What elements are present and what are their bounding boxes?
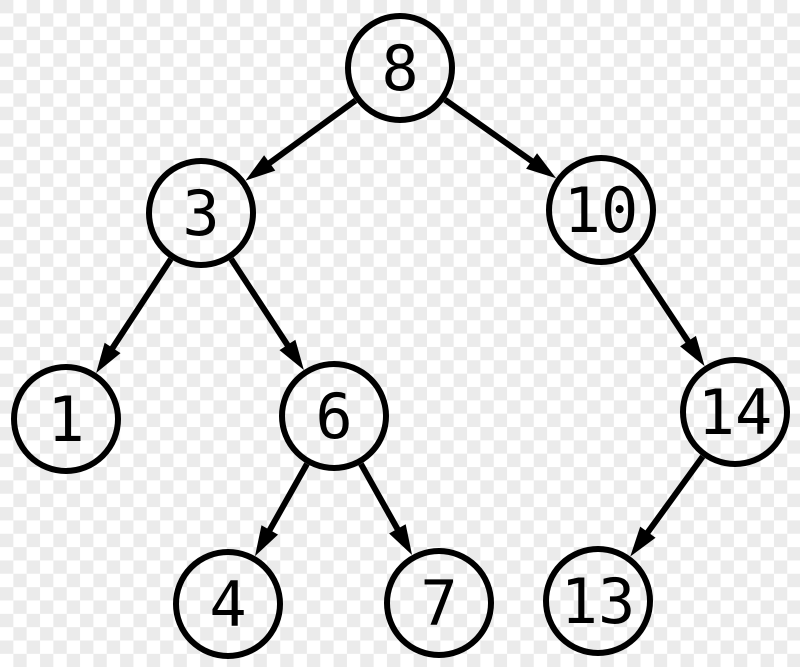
- tree-node-13: 13: [543, 546, 653, 656]
- tree-nodes: 8 3 10 1 6 14 4 7 13: [11, 13, 790, 659]
- node-3-circle: [146, 158, 256, 268]
- tree-node-4: 4: [173, 549, 283, 659]
- node-14-circle: [680, 357, 790, 467]
- node-13-circle: [543, 546, 653, 656]
- edge-3-6-arrowhead: [279, 339, 304, 370]
- node-13-label: 13: [561, 565, 636, 638]
- edge-14-13-arrowhead: [630, 526, 656, 557]
- edge-8-10-arrowhead: [526, 153, 557, 179]
- edge-3-1-arrowhead: [96, 342, 121, 373]
- edge-8-10-line: [443, 97, 539, 167]
- tree-node-6: 6: [279, 361, 389, 471]
- tree-node-8: 8: [345, 13, 455, 123]
- node-3-label: 3: [182, 177, 219, 250]
- edge-3-1-line: [106, 257, 174, 355]
- edge-6-7-line: [358, 462, 403, 536]
- node-7-circle: [384, 548, 494, 658]
- edge-6-4-line: [264, 462, 310, 537]
- edge-6-4-arrowhead: [255, 525, 279, 557]
- node-14-label: 14: [698, 376, 773, 449]
- node-7-label: 7: [420, 567, 457, 640]
- edge-10-14-arrowhead: [680, 335, 705, 367]
- tree-node-7: 7: [384, 548, 494, 658]
- edge-6-7-arrowhead: [389, 524, 413, 556]
- tree-node-3: 3: [146, 158, 256, 268]
- node-4-circle: [173, 549, 283, 659]
- node-1-circle: [11, 364, 121, 474]
- tree-node-14: 14: [680, 357, 790, 467]
- node-8-label: 8: [381, 32, 418, 105]
- tree-node-1: 1: [11, 364, 121, 474]
- node-4-label: 4: [209, 568, 246, 641]
- edge-8-3-line: [263, 97, 358, 169]
- node-10-label: 10: [564, 174, 639, 247]
- tree-edges: [96, 97, 706, 557]
- edge-14-13-line: [641, 454, 706, 539]
- edge-8-3-arrowhead: [245, 155, 276, 181]
- node-10-circle: [546, 155, 656, 265]
- edge-10-14-line: [628, 254, 694, 348]
- tree-node-10: 10: [546, 155, 656, 265]
- edge-3-6-line: [228, 257, 294, 352]
- node-6-label: 6: [315, 380, 352, 453]
- node-1-label: 1: [47, 383, 84, 456]
- node-8-circle: [345, 13, 455, 123]
- node-6-circle: [279, 361, 389, 471]
